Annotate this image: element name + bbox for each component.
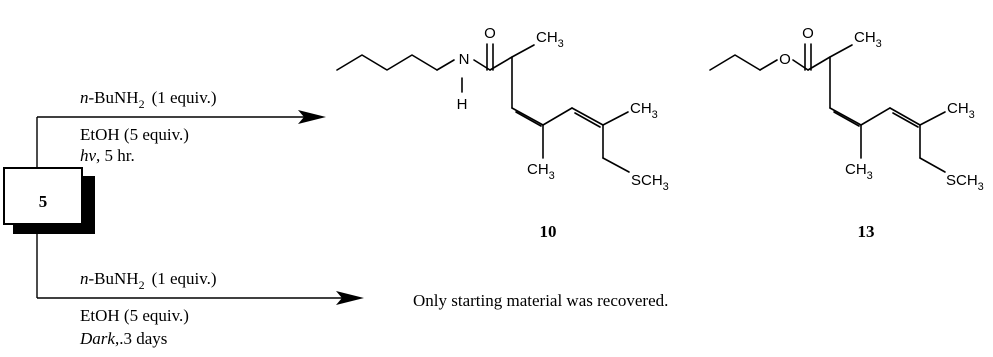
product-13-number: 13	[858, 222, 875, 241]
p13-thiomethyl: SCH3	[946, 172, 984, 193]
p10-hydrogen: H	[457, 96, 468, 113]
p10-oxygen: O	[484, 25, 496, 42]
upper-conditions: n-BuNH2(1 equiv.) EtOH (5 equiv.) hv, 5 …	[80, 88, 217, 165]
p13-methyl-2: CH3	[947, 100, 975, 121]
upper-condition: hv, 5 hr.	[80, 146, 135, 165]
product-10-structure: O N H CH3 CH3 CH3 SCH3 10	[336, 25, 669, 241]
upper-reagent: n-BuNH2(1 equiv.)	[80, 88, 217, 111]
p13-methyl-3: CH3	[845, 161, 873, 182]
reaction-arrows	[36, 110, 364, 305]
product-13-structure: O O CH3 CH3 CH3 SCH3 13	[709, 25, 984, 241]
p10-methyl-3: CH3	[527, 161, 555, 182]
p10-nitrogen: N	[459, 51, 470, 68]
lower-conditions: n-BuNH2(1 equiv.) EtOH (5 equiv.) Dark,.…	[79, 269, 668, 348]
lower-result-text: Only starting material was recovered.	[413, 291, 668, 310]
compound-5-box: 5	[3, 167, 95, 234]
lower-solvent: EtOH (5 equiv.)	[80, 306, 189, 325]
p13-carbonyl-oxygen: O	[802, 25, 814, 42]
p10-thiomethyl: SCH3	[631, 172, 669, 193]
compound-5-label: 5	[39, 192, 48, 211]
upper-solvent: EtOH (5 equiv.)	[80, 125, 189, 144]
lower-reagent: n-BuNH2(1 equiv.)	[80, 269, 217, 292]
product-10-number: 10	[540, 222, 557, 241]
lower-condition: Dark,.3 days	[79, 329, 167, 348]
p13-ester-oxygen: O	[779, 51, 791, 68]
p10-methyl-2: CH3	[630, 100, 658, 121]
p13-methyl-1: CH3	[854, 29, 882, 50]
p10-methyl-1: CH3	[536, 29, 564, 50]
